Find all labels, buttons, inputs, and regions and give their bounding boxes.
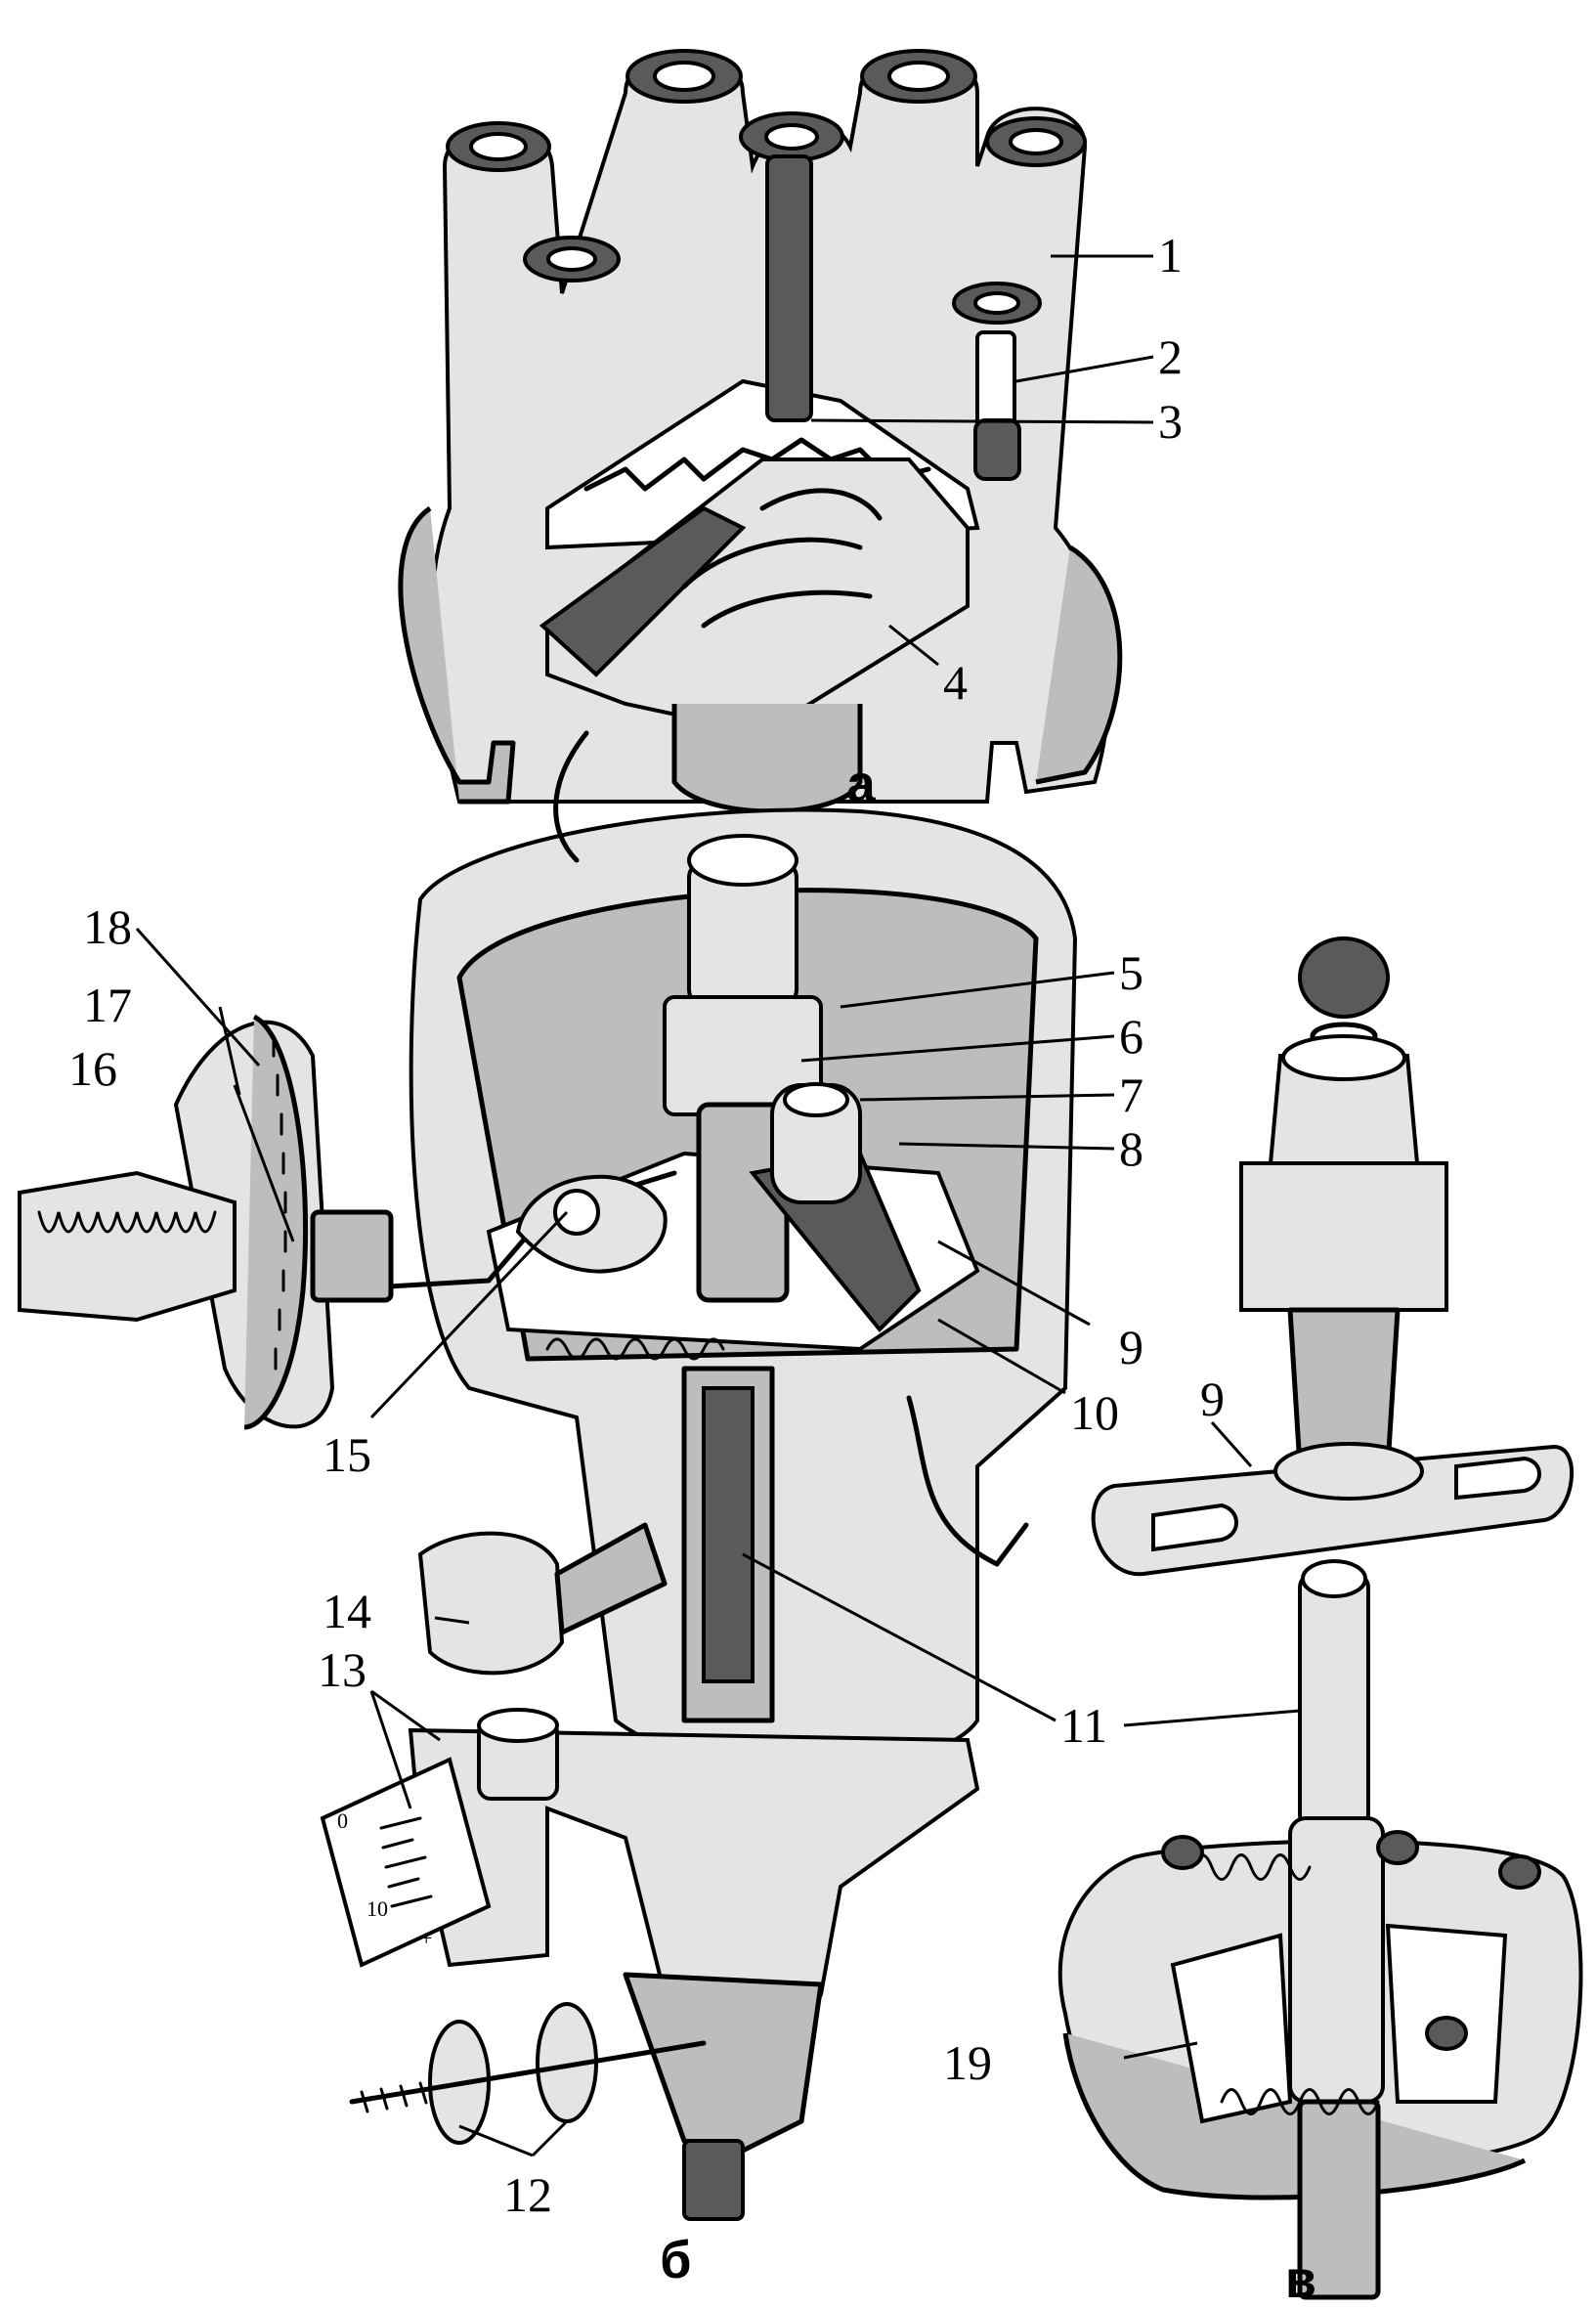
subfigure-b: б (660, 2235, 691, 2294)
rotor (539, 457, 970, 814)
cap-terminal-towers (446, 49, 1087, 325)
callout-13: 13 (318, 1642, 367, 1697)
callout-14: 14 (323, 1584, 371, 1638)
scale-tick-10: 10 (367, 1896, 388, 1921)
callout-11: 11 (1060, 1698, 1107, 1753)
callout-16: 16 (68, 1041, 117, 1096)
callout-15: 15 (323, 1427, 371, 1482)
octane-corrector-scale: 0 10 + (320, 1757, 492, 1968)
scale-tick-plus: + (420, 1926, 432, 1950)
callout-labels: 1 2 3 4 5 6 7 8 9 9 10 11 12 13 14 15 16… (68, 228, 1225, 2222)
callout-12: 12 (503, 2167, 552, 2222)
callout-2: 2 (1158, 329, 1183, 384)
adjuster-cap (417, 1522, 668, 1676)
subfigure-v: в (1285, 2254, 1316, 2308)
callout-4: 4 (943, 655, 968, 710)
scale-tick-0: 0 (337, 1808, 348, 1833)
callout-17: 17 (83, 978, 132, 1032)
callout-19: 19 (943, 2035, 992, 2090)
callout-3: 3 (1158, 394, 1183, 449)
callout-5: 5 (1119, 945, 1143, 1000)
vacuum-regulator (18, 1014, 394, 1430)
octane-nut-gears (349, 2002, 707, 2145)
distributor-cap (398, 49, 1123, 814)
callout-9-detail: 9 (1200, 1372, 1225, 1426)
callout-8: 8 (1119, 1121, 1143, 1176)
centrifugal-advance-assembly (1057, 936, 1583, 2300)
callout-7: 7 (1119, 1067, 1143, 1122)
leader-lines (135, 254, 1301, 2157)
distributor-body: 0 10 + (320, 730, 1078, 2221)
subfigure-labels: а б в (660, 759, 1316, 2308)
callout-10: 10 (1070, 1385, 1119, 1440)
callout-1: 1 (1158, 228, 1183, 283)
callout-18: 18 (83, 899, 132, 954)
subfigure-a: а (845, 759, 877, 818)
callout-9: 9 (1119, 1320, 1143, 1374)
callout-6: 6 (1119, 1009, 1143, 1064)
